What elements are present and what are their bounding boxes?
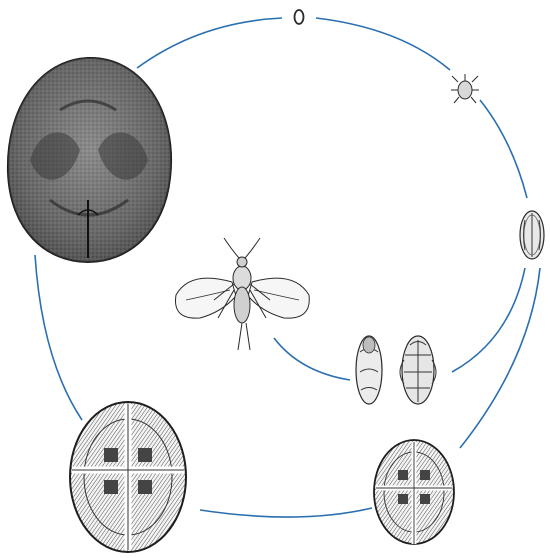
third-instar-icon [70, 402, 186, 552]
arrow-settled-to-prepupa [452, 268, 525, 372]
crawler-icon [451, 74, 479, 103]
first-instar-icon [520, 211, 544, 259]
arrow-crawler-to-settled [480, 100, 527, 198]
pupa-icon [400, 336, 436, 404]
prepupa-icon [356, 336, 382, 404]
arrow-pupa-to-male [274, 338, 350, 380]
adult-female-icon [8, 58, 171, 262]
arrow-third-to-female [35, 255, 82, 420]
arrow-egg-to-crawler [316, 18, 450, 70]
egg-icon [295, 10, 304, 24]
arrow-female-to-egg [137, 18, 282, 68]
second-instar-icon [374, 440, 454, 544]
winged-male-icon [176, 238, 310, 350]
arrow-second-to-third-instar [200, 508, 372, 517]
